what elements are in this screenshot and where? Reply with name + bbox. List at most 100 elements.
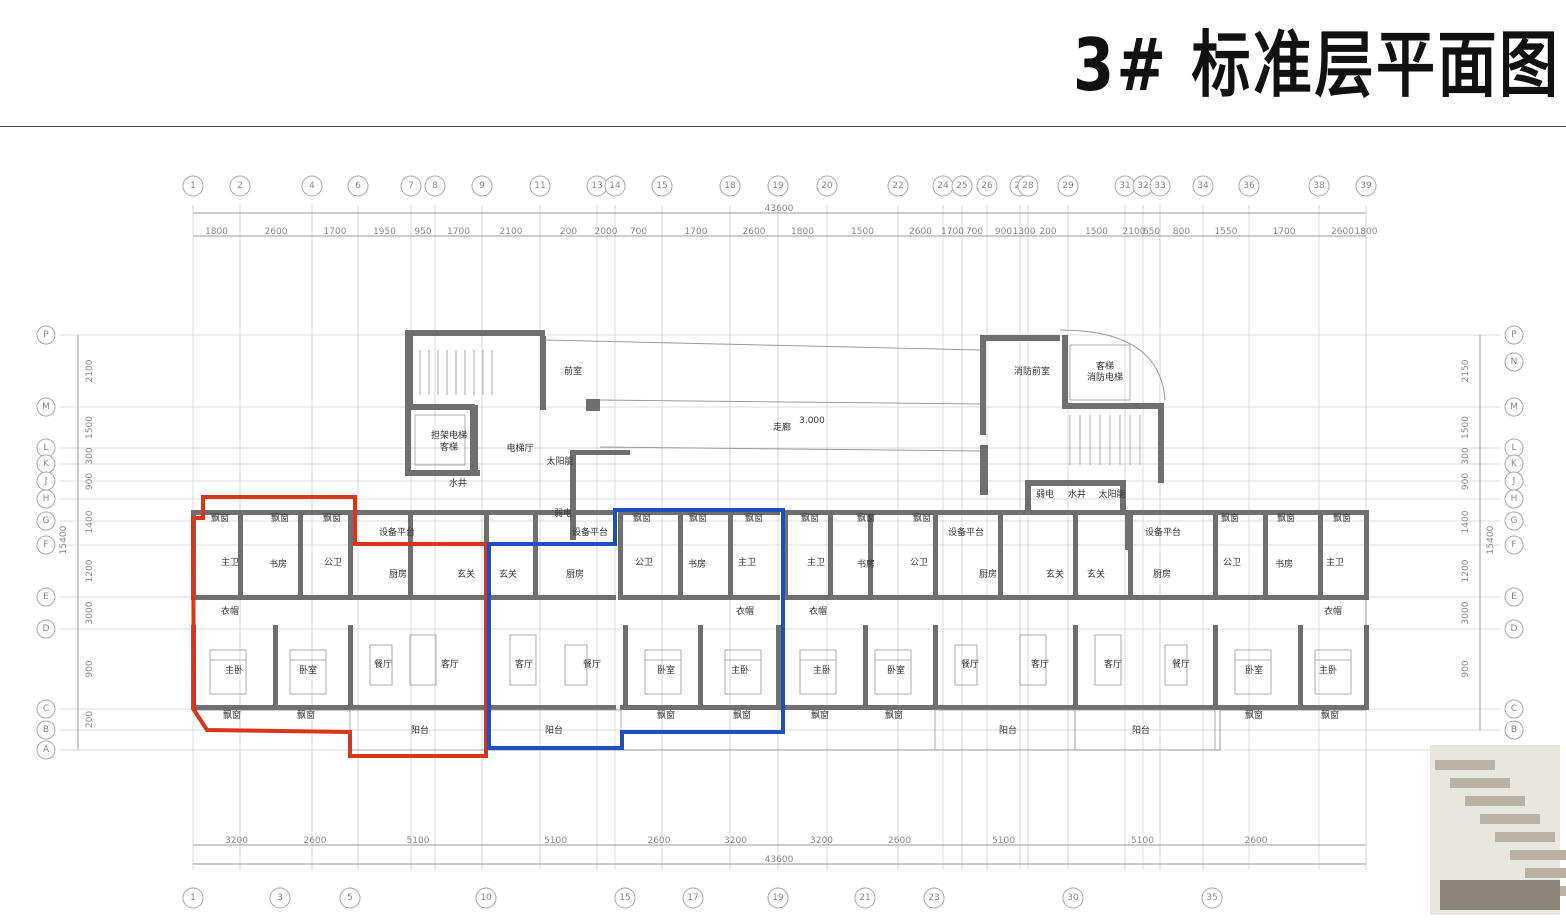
dim-label: 900 bbox=[85, 473, 95, 490]
room-label-bay-window: 飘窗 bbox=[885, 709, 903, 721]
wall bbox=[1062, 335, 1068, 405]
wall bbox=[238, 510, 243, 600]
room-label-living: 客厅 bbox=[515, 658, 533, 670]
axis-bubble bbox=[182, 175, 204, 197]
axis-bubble bbox=[923, 887, 945, 909]
axis-bubble bbox=[651, 175, 673, 197]
sofa-icon bbox=[509, 634, 537, 686]
axis-label: 26 bbox=[981, 181, 993, 191]
label-weak-elec: 弱电 bbox=[554, 507, 572, 519]
dim-label: 2100 bbox=[85, 359, 95, 382]
axis-bubble bbox=[1504, 511, 1524, 531]
axis-label: E bbox=[43, 592, 49, 602]
room-label-bay-window: 飘窗 bbox=[657, 709, 675, 721]
room-label-bay-window: 飘窗 bbox=[1333, 512, 1351, 524]
axis-label: 9 bbox=[479, 181, 485, 191]
room-label-closet: 衣帽 bbox=[1324, 605, 1342, 617]
dim-label: 3200 bbox=[810, 836, 833, 846]
sofa-icon bbox=[1094, 634, 1122, 686]
room-label-dining: 餐厅 bbox=[961, 658, 979, 670]
axis-label: L bbox=[1511, 443, 1516, 453]
dim-label: 1200 bbox=[1461, 559, 1471, 582]
dim-label: 5100 bbox=[407, 836, 430, 846]
axis-label: D bbox=[1511, 624, 1518, 634]
dim-label: 800 bbox=[1173, 227, 1190, 237]
dim-label: 2600 bbox=[909, 227, 932, 237]
label-front-room: 前室 bbox=[564, 365, 582, 377]
axis-label: 10 bbox=[480, 893, 492, 903]
dim-label: 1950 bbox=[373, 227, 396, 237]
wall bbox=[1025, 480, 1031, 510]
dim-label: 1700 bbox=[941, 227, 964, 237]
room-label-master-bath: 主卫 bbox=[221, 556, 239, 568]
room-label-kitchen: 厨房 bbox=[566, 568, 584, 580]
bed-icon bbox=[724, 649, 762, 695]
axis-bubble bbox=[1504, 352, 1524, 372]
axis-label: 7 bbox=[408, 181, 414, 191]
dim-label: 1700 bbox=[447, 227, 470, 237]
wall bbox=[405, 404, 475, 410]
axis-label: 18 bbox=[724, 181, 736, 191]
wall bbox=[868, 510, 873, 600]
elevator-shaft bbox=[1069, 344, 1131, 401]
axis-label: 14 bbox=[609, 181, 621, 191]
corridor-wall bbox=[599, 446, 981, 452]
axis-bubble bbox=[1504, 489, 1524, 509]
room-label-kitchen: 厨房 bbox=[979, 568, 997, 580]
wall bbox=[193, 595, 353, 600]
dim-label: 2000 bbox=[595, 227, 618, 237]
dim-label: 700 bbox=[630, 227, 647, 237]
label-passenger-elevator: 客梯 bbox=[440, 441, 458, 453]
axis-bubble bbox=[424, 175, 446, 197]
axis-label: 34 bbox=[1197, 181, 1209, 191]
axis-label: 39 bbox=[1360, 181, 1372, 191]
axis-label: 25 bbox=[956, 181, 967, 191]
room-label-balcony: 阳台 bbox=[999, 724, 1017, 736]
label-solar: 太阳能 bbox=[546, 455, 573, 467]
bed-icon bbox=[799, 649, 837, 695]
room-label-bedroom: 卧室 bbox=[299, 664, 317, 676]
room-label-master-bath: 主卫 bbox=[738, 556, 756, 568]
dim-total-right: 15400 bbox=[1486, 525, 1496, 554]
axis-bubble bbox=[1308, 175, 1330, 197]
dim-total-left: 15400 bbox=[59, 525, 69, 554]
room-label-bay-window: 飘窗 bbox=[1321, 709, 1339, 721]
wall bbox=[1263, 510, 1268, 600]
axis-label: 1 bbox=[190, 181, 196, 191]
axis-label: 31 bbox=[1119, 181, 1130, 191]
dining-table-icon bbox=[564, 644, 588, 686]
axis-label: G bbox=[43, 516, 50, 526]
room-label-bay-window: 飘窗 bbox=[745, 512, 763, 524]
dim-label: 650 bbox=[1143, 227, 1160, 237]
axis-bubble bbox=[951, 175, 973, 197]
axis-label: 13 bbox=[591, 181, 602, 191]
dim-label: 1500 bbox=[851, 227, 874, 237]
axis-bubble bbox=[1355, 175, 1377, 197]
axis-bubble bbox=[1504, 587, 1524, 607]
axis-label: 8 bbox=[432, 181, 438, 191]
dining-table-icon bbox=[954, 644, 978, 686]
wall bbox=[540, 336, 546, 410]
dim-label: 1400 bbox=[1461, 510, 1471, 533]
axis-bubble bbox=[1504, 535, 1524, 555]
room-label-equipment-platform: 设备平台 bbox=[1145, 526, 1181, 538]
axis-bubble bbox=[1201, 887, 1223, 909]
axis-label: 5 bbox=[347, 893, 353, 903]
axis-bubble bbox=[301, 175, 323, 197]
room-label-bedroom: 卧室 bbox=[887, 664, 905, 676]
axis-label: 11 bbox=[534, 181, 545, 191]
axis-bubble bbox=[36, 619, 56, 639]
room-label-public-bath: 公卫 bbox=[324, 557, 342, 568]
axis-label: P bbox=[43, 330, 49, 340]
axis-label: G bbox=[1511, 516, 1518, 526]
axis-bubble bbox=[36, 511, 56, 531]
rendering-base bbox=[1440, 880, 1560, 910]
axis-label: 23 bbox=[928, 893, 939, 903]
dim-label: 900 bbox=[1461, 473, 1471, 490]
axis-label: 20 bbox=[821, 181, 833, 191]
label-line: 消防电梯 bbox=[1087, 371, 1123, 383]
label-fire-front-room: 消防前室 bbox=[1014, 365, 1050, 377]
dim-label: 200 bbox=[1039, 227, 1056, 237]
dim-label: 200 bbox=[85, 711, 95, 728]
